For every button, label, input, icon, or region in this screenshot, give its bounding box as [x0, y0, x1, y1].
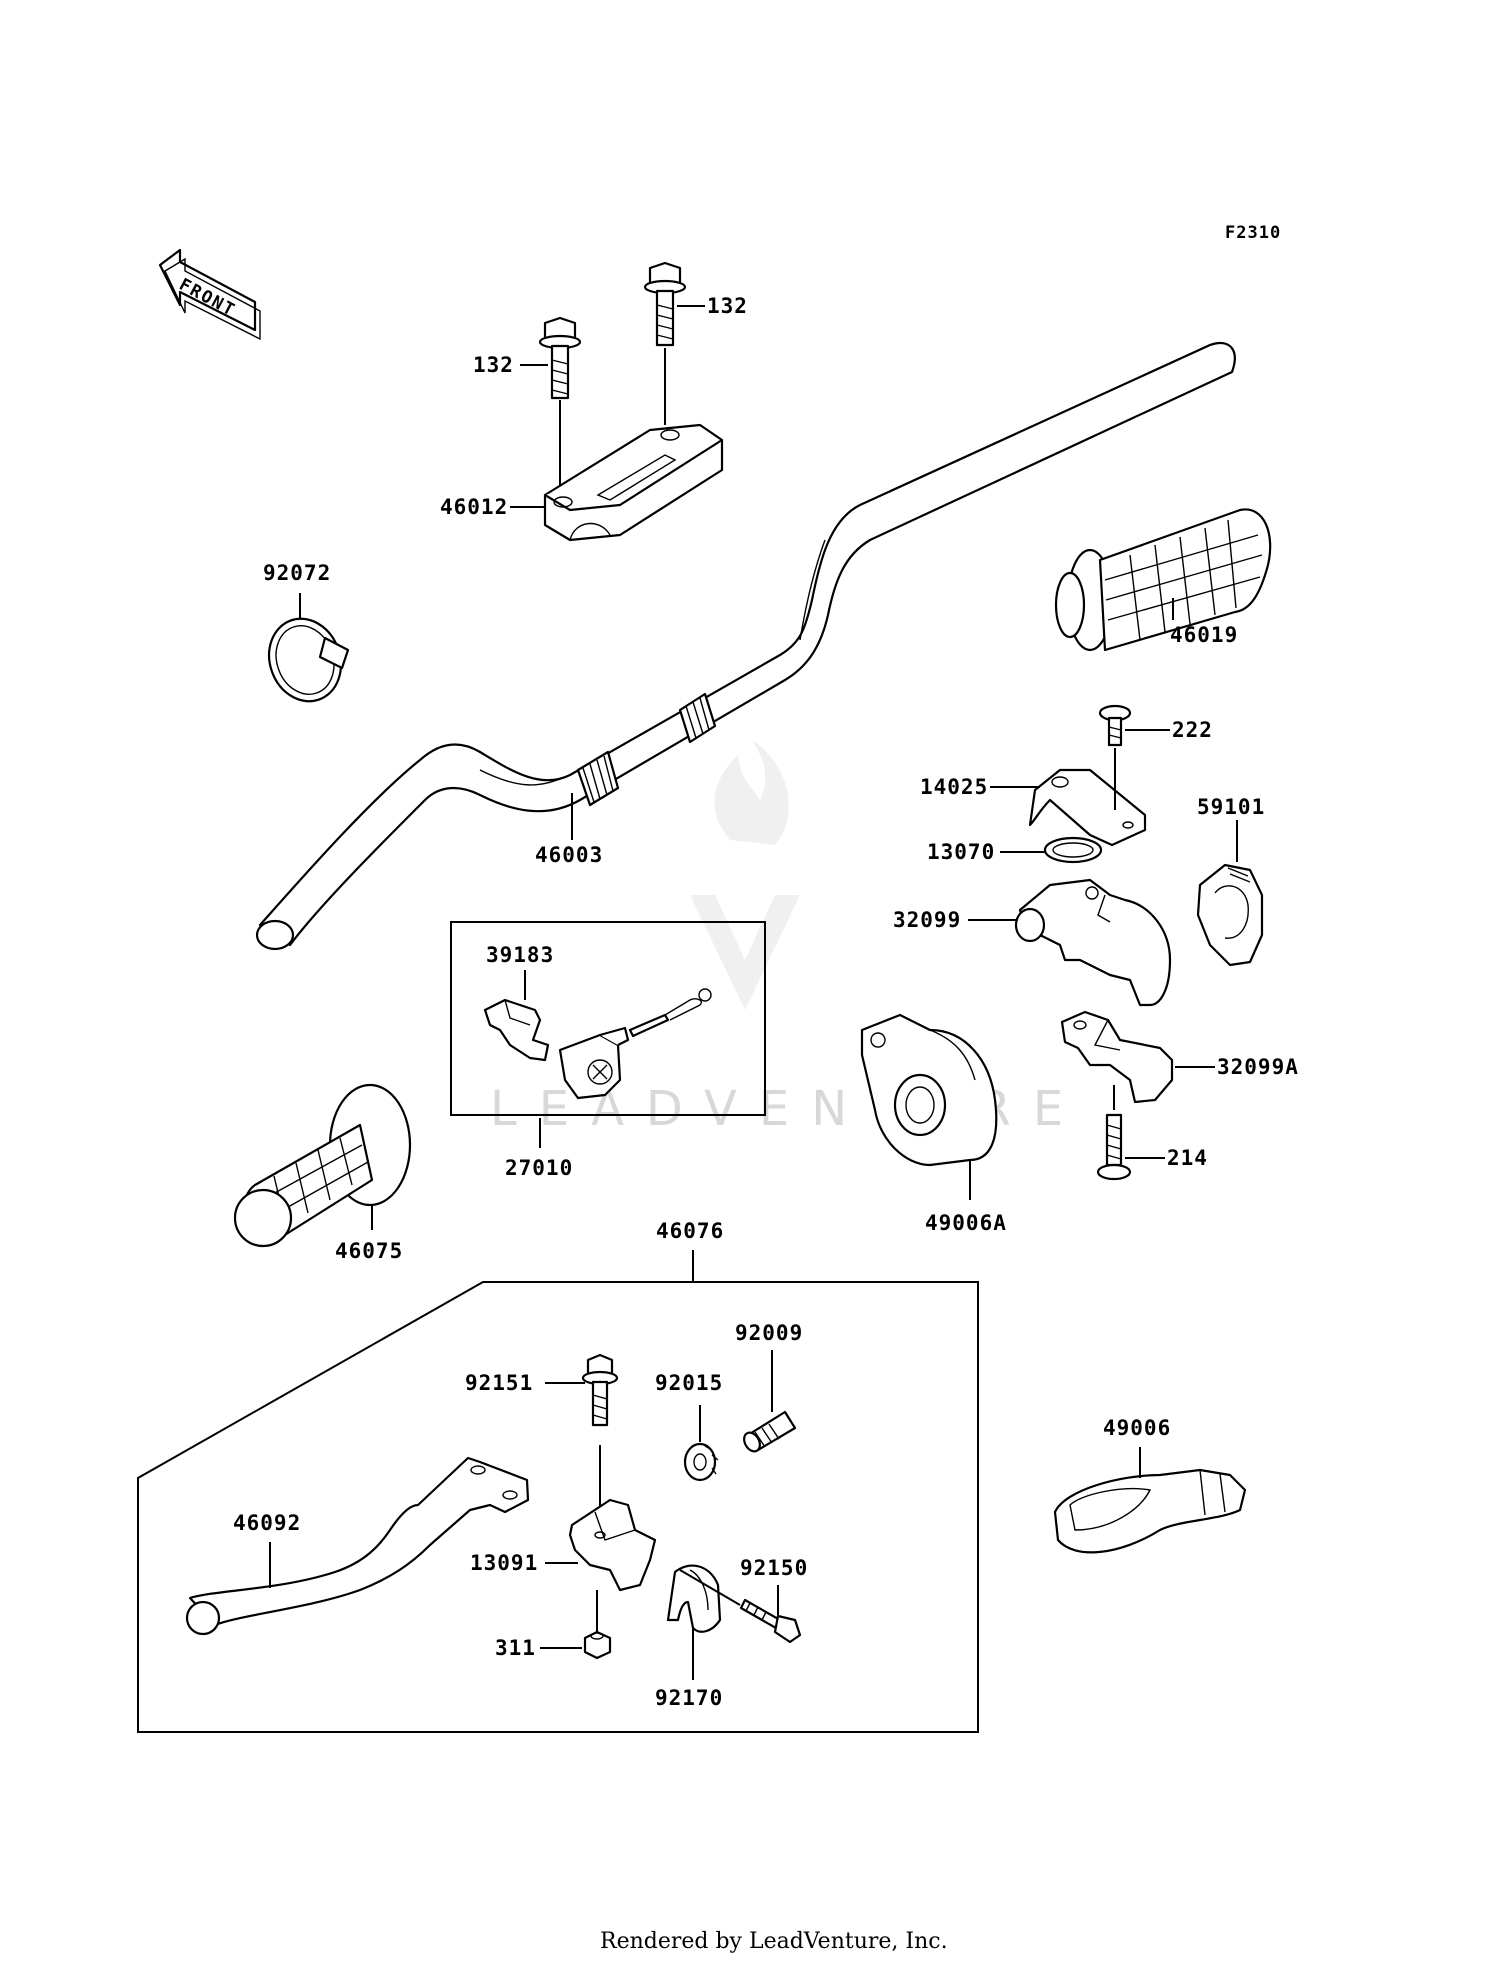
- switch-27010-part: [558, 1026, 630, 1100]
- holder-13091-part: [568, 1498, 657, 1592]
- label-13070: 13070: [927, 840, 995, 864]
- label-46092: 46092: [233, 1511, 301, 1535]
- grip-46019-part: [1054, 508, 1272, 652]
- label-132-left: 132: [473, 353, 514, 377]
- nut-311-part: [583, 1630, 612, 1660]
- plate-14025-part: [1028, 768, 1147, 847]
- label-49006: 49006: [1103, 1416, 1171, 1440]
- clamp-39183-part: [483, 998, 550, 1062]
- label-49006a: 49006A: [925, 1211, 1007, 1235]
- label-27010: 27010: [505, 1156, 573, 1180]
- housing-32099a-part: [1060, 1010, 1174, 1104]
- cover-49006a-part: [860, 1013, 998, 1167]
- knurl-right: [678, 692, 717, 744]
- screw-214-part: [1096, 1113, 1132, 1181]
- knurl-left: [576, 750, 620, 807]
- housing-32099-part: [1014, 878, 1172, 1007]
- bolt-132-left: [538, 316, 582, 400]
- lever-46092-part: [185, 1456, 530, 1636]
- clamp-46012-part: [543, 423, 724, 542]
- adjuster-92009-part: [743, 1410, 797, 1453]
- figure-id: F2310: [1225, 223, 1281, 243]
- screw-222-part: [1098, 704, 1132, 747]
- band-92072-part: [268, 617, 350, 703]
- label-92151: 92151: [465, 1371, 533, 1395]
- label-311: 311: [495, 1636, 536, 1660]
- label-92170: 92170: [655, 1686, 723, 1710]
- clip-13070-part: [1043, 836, 1103, 864]
- label-59101: 59101: [1197, 795, 1265, 819]
- boot-49006-part: [1053, 1468, 1247, 1554]
- label-92072: 92072: [263, 561, 331, 585]
- label-46003: 46003: [535, 843, 603, 867]
- label-32099: 32099: [893, 908, 961, 932]
- bolt-92151-part: [581, 1353, 619, 1427]
- wire-27010-part: [628, 988, 712, 1038]
- label-132-right: 132: [707, 294, 748, 318]
- label-46075: 46075: [335, 1239, 403, 1263]
- bolt-92150-part: [739, 1598, 802, 1644]
- bolt-132-right: [643, 261, 687, 347]
- label-222: 222: [1172, 718, 1213, 742]
- label-13091: 13091: [470, 1551, 538, 1575]
- guide-59101-part: [1196, 863, 1264, 967]
- nut-92015-part: [683, 1442, 719, 1482]
- label-46019: 46019: [1170, 623, 1238, 647]
- clamp-92170-part: [666, 1564, 722, 1633]
- label-46012: 46012: [440, 495, 508, 519]
- label-92015: 92015: [655, 1371, 723, 1395]
- label-46076: 46076: [656, 1219, 724, 1243]
- grip-46075-part: [233, 1083, 412, 1248]
- footer-credit: Rendered by LeadVenture, Inc.: [600, 1929, 948, 1954]
- lever-assembly-box: [137, 1281, 979, 1733]
- label-92009: 92009: [735, 1321, 803, 1345]
- label-92150: 92150: [740, 1556, 808, 1580]
- label-39183: 39183: [486, 943, 554, 967]
- label-32099a: 32099A: [1217, 1055, 1299, 1079]
- label-14025: 14025: [920, 775, 988, 799]
- front-arrow-icon: FRONT: [158, 248, 261, 341]
- handlebar-part: [255, 342, 1236, 951]
- watermark-logo: [690, 740, 800, 1010]
- switch-kit-box: [450, 921, 766, 1116]
- label-214: 214: [1167, 1146, 1208, 1170]
- leader-92150-link: [679, 1569, 741, 1606]
